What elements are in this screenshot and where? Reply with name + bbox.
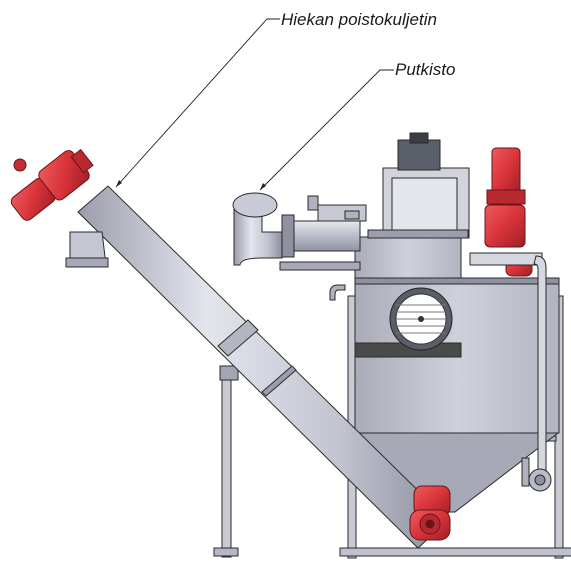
- callout-sand-conveyor: Hiekan poistokuljetin: [115, 10, 437, 188]
- arrowhead-icon: [260, 183, 266, 190]
- fittings: [307, 195, 530, 487]
- return-pipe: [469, 252, 552, 492]
- conveyor-support: [213, 365, 239, 558]
- inlet-piping: [232, 192, 367, 271]
- sight-glass-icon: [389, 287, 453, 351]
- label-piping: Putkisto: [395, 60, 455, 79]
- leader-line-sand-conveyor: [115, 18, 280, 188]
- arrowhead-icon: [116, 180, 122, 187]
- label-sand-conveyor: Hiekan poistokuljetin: [281, 10, 437, 29]
- bottom-gear-motor: [409, 485, 451, 541]
- top-drive-housing: [367, 132, 470, 239]
- conveyor-drive-motor: [10, 148, 94, 221]
- leader-line-piping: [259, 69, 394, 191]
- callout-piping: Putkisto: [259, 60, 455, 191]
